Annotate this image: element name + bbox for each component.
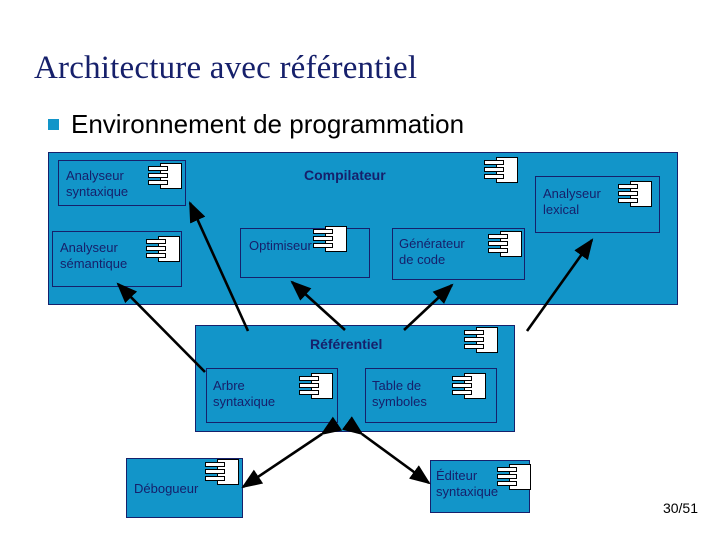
component-table-de-symboles-label: Table de symboles [372,378,427,409]
repository-group-title: Référentiel [310,336,383,352]
arrow-referentiel-to-editeur-syntaxique [341,416,431,485]
document-icon [146,236,180,262]
document-icon [313,226,347,252]
component-optimiseur[interactable] [240,228,370,278]
component-generateur-de-code-label: Générateur de code [399,236,465,267]
component-optimiseur-label: Optimiseur [249,238,312,253]
document-icon [299,373,333,399]
component-debogueur-label: Débogueur [134,481,199,496]
document-icon [452,373,486,399]
document-icon [618,181,652,207]
document-icon [148,163,182,189]
document-icon [205,459,239,485]
bullet-item-label: Environnement de programmation [71,109,465,139]
page-number: 30/51 [662,500,698,516]
component-editeur-syntaxique-label: Éditeur syntaxique [436,468,499,499]
document-icon [488,231,522,257]
document-icon [484,157,518,183]
bullet-item: Environnement de programmation [48,109,464,139]
arrow-referentiel-to-debogueur [241,416,343,489]
compiler-group-title: Compilateur [304,167,386,183]
component-analyseur-syntaxique-label: Analyseur syntaxique [66,168,129,199]
page-title: Architecture avec référentiel [34,50,418,86]
document-icon [497,464,531,490]
component-analyseur-lexical-label: Analyseur lexical [543,186,601,217]
component-analyseur-semantique-label: Analyseur sémantique [60,240,128,271]
component-arbre-syntaxique-label: Arbre syntaxique [213,378,276,409]
document-icon [464,327,498,353]
bullet-square-icon [48,118,59,130]
